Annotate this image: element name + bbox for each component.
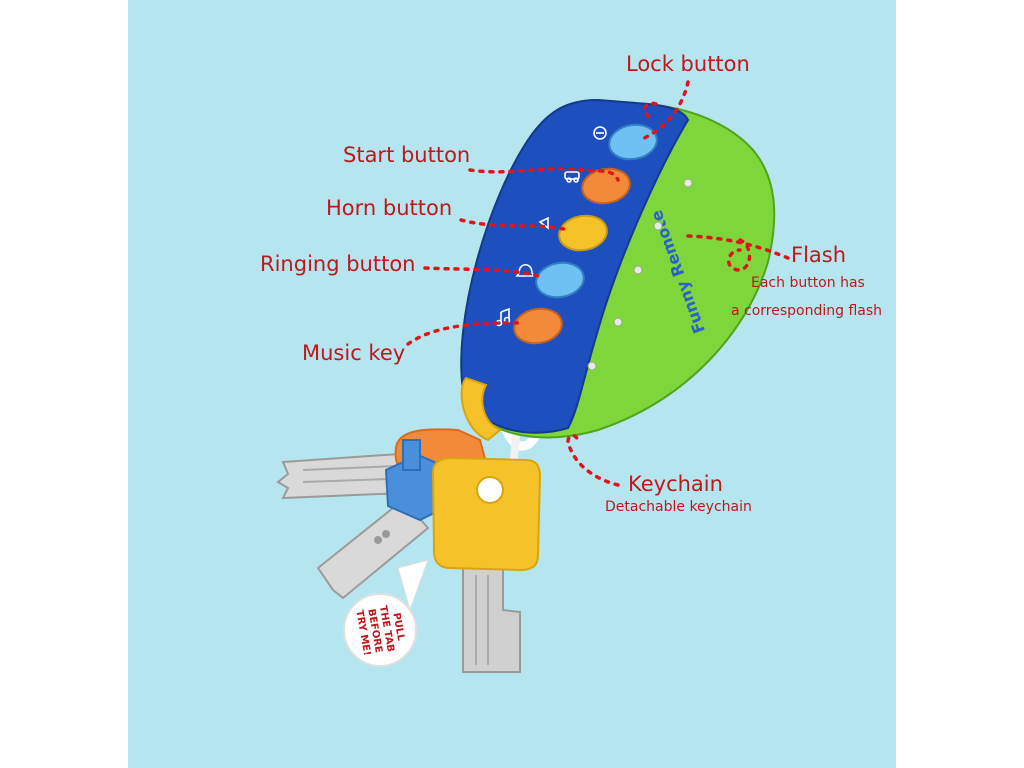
horn-leader [459,218,570,232]
yellow-tip [460,376,502,442]
flash-label: Flash [791,243,847,267]
ringing-leader [423,266,540,278]
start-button-label: Start button [343,143,471,167]
yellow-key-head [431,456,542,572]
lock-button-label: Lock button [626,52,750,76]
car-icon [564,171,580,183]
keychain-leader [566,433,620,487]
tag-line-1: PULL [390,612,406,642]
horn-button-label: Horn button [326,196,453,220]
lock-leader-curl [643,101,658,120]
music-leader [406,321,525,346]
music-key-label: Music key [302,341,406,365]
blue-key-stem [402,439,421,471]
leader-lines [406,80,790,487]
led-1 [683,178,693,188]
flash-leds [587,178,693,371]
remote-buttons [513,123,658,345]
keychain-description: Detachable keychain [605,499,752,515]
horn-button [558,214,608,252]
led-2 [653,221,663,231]
pull-tab: PULL THE TAB BEFORE TRY ME! [343,559,429,667]
flash-leader [686,234,790,260]
ringing-button [535,261,585,299]
flash-description-line-2: a corresponding flash [731,303,883,319]
led-5 [587,361,597,371]
ringing-button-label: Ringing button [260,252,416,276]
start-leader [468,166,620,182]
flash-description-line-1: Each button has [751,275,865,291]
silver-key-bottom [462,559,521,673]
keychain-label: Keychain [628,472,723,496]
music-button [513,307,563,345]
lock-leader [638,80,690,142]
toy-car-key-photo: PULL THE TAB BEFORE TRY ME! Funny Remote [276,80,790,673]
lock-icon [593,126,607,140]
silver-key-diagonal [316,498,430,600]
led-4 [613,317,623,327]
flash-leader-curl [727,238,752,272]
image-panel: PULL THE TAB BEFORE TRY ME! Funny Remote [128,0,896,768]
yellow-key-hole [476,476,504,504]
lock-button [608,123,658,161]
led-3 [633,265,643,275]
